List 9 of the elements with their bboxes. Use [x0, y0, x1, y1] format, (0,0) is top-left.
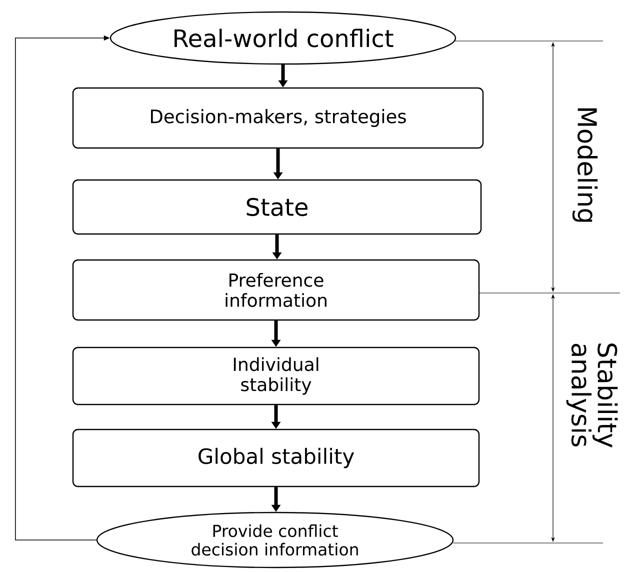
- process-box: Global stability: [72, 428, 480, 488]
- section-label: Stability analysis: [566, 344, 618, 448]
- terminal-oval: Provide conflict decision information: [96, 512, 454, 568]
- section-label: Modeling: [572, 108, 598, 222]
- process-box: Preference information: [72, 259, 480, 321]
- terminal-oval: Real-world conflict: [110, 11, 456, 65]
- process-box: Decision-makers, strategies: [72, 87, 484, 149]
- process-box: State: [72, 179, 482, 235]
- process-box: Individual stability: [72, 346, 480, 406]
